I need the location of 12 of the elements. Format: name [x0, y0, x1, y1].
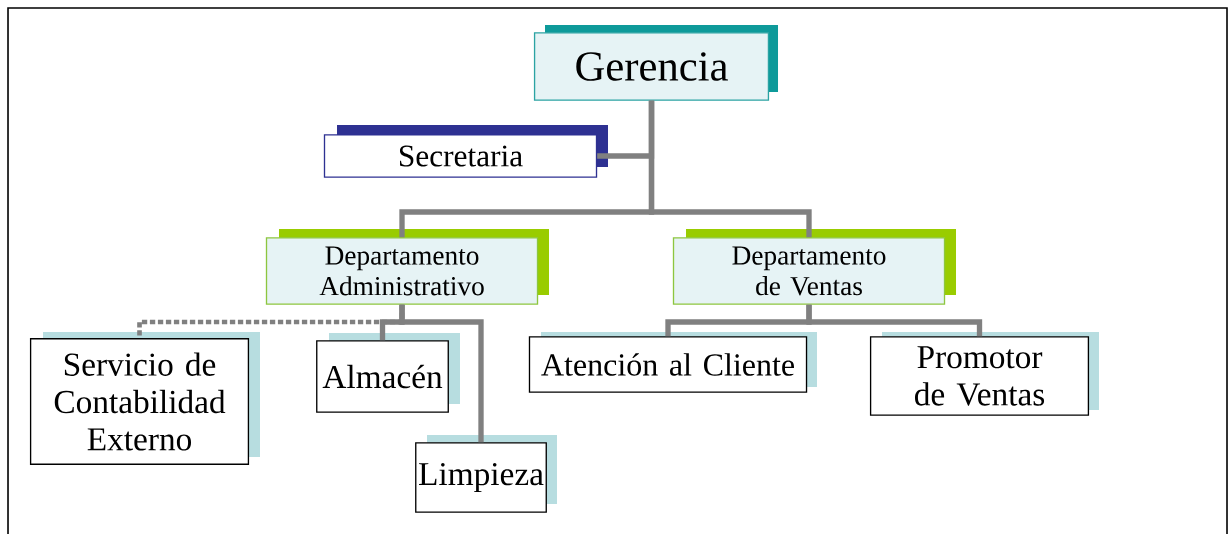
org-box: Promotor de Ventas — [869, 332, 1099, 416]
org-box: Atención al Cliente — [528, 332, 817, 393]
connector-line — [648, 100, 812, 238]
connector-line — [806, 304, 983, 337]
org-box: Departamento de Ventas — [672, 229, 956, 305]
org-box: Gerencia — [533, 25, 778, 101]
org-box: Secretaria — [323, 125, 608, 178]
org-box: Almacén — [316, 333, 460, 413]
org-box: Limpieza — [415, 435, 557, 513]
org-box: Departamento Administrativo — [265, 229, 549, 305]
org-box: Servicio de Contabilidad Externo — [29, 332, 260, 465]
connector-line — [399, 304, 484, 443]
